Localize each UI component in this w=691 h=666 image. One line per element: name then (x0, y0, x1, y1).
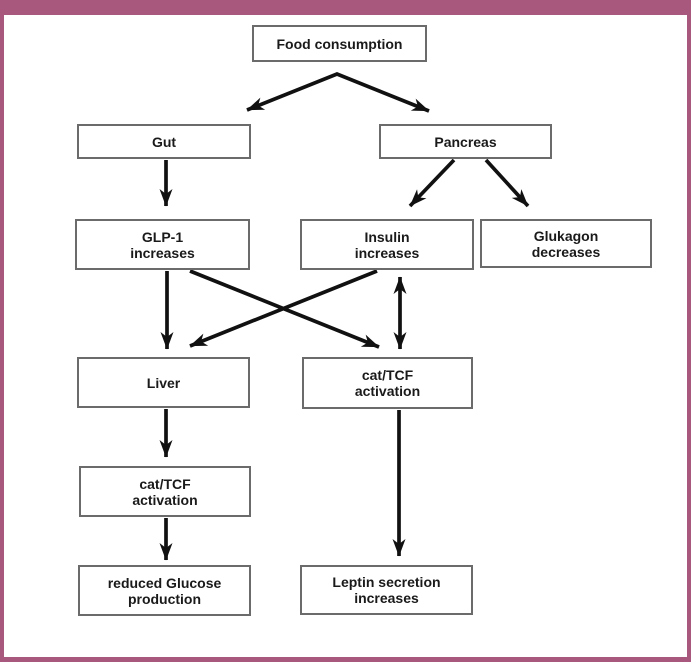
node-label: cat/TCF (361, 367, 414, 383)
node-reduced-glucose-production: reduced Glucose production (78, 565, 251, 616)
node-label: Leptin secretion (332, 574, 441, 590)
node-label: Insulin (364, 228, 410, 245)
arrow-pancreas-to-glukagon (484, 158, 530, 208)
node-glp1-increases: GLP-1 increases (75, 219, 250, 270)
node-label: Food consumption (276, 35, 403, 52)
node-label: Glukagon (533, 227, 599, 244)
node-pancreas: Pancreas (379, 124, 552, 159)
node-food-consumption: Food consumption (252, 25, 427, 62)
node-label: Pancreas (434, 133, 497, 150)
node-label: increases (354, 590, 419, 606)
node-label: increases (130, 244, 195, 261)
node-glukagon-decreases: Glukagon decreases (480, 219, 652, 268)
node-insulin-increases: Insulin increases (300, 219, 474, 270)
node-label: activation (354, 383, 421, 399)
node-label: cat/TCF (139, 475, 191, 492)
node-label: production (127, 590, 202, 607)
node-label: decreases (531, 243, 601, 260)
frame-top-band (0, 0, 691, 15)
arrow-food-to-gut-and-pancreas (246, 72, 430, 113)
node-liver: Liver (77, 357, 250, 408)
node-label: reduced Glucose (107, 574, 222, 591)
node-label: GLP-1 (141, 228, 184, 245)
node-label: Liver (146, 374, 181, 391)
node-cattcf-activation-left: cat/TCF activation (79, 466, 251, 517)
arrow-insulin-to-liver (189, 269, 378, 348)
node-label: activation (132, 491, 198, 508)
node-cattcf-activation-right: cat/TCF activation (302, 357, 473, 409)
figure-frame (0, 15, 691, 662)
node-gut: Gut (77, 124, 251, 159)
node-leptin-secretion-increases: Leptin secretion increases (300, 565, 473, 615)
node-label: Gut (151, 133, 177, 150)
node-label: increases (354, 244, 420, 261)
arrow-pancreas-to-insulin (408, 158, 456, 208)
